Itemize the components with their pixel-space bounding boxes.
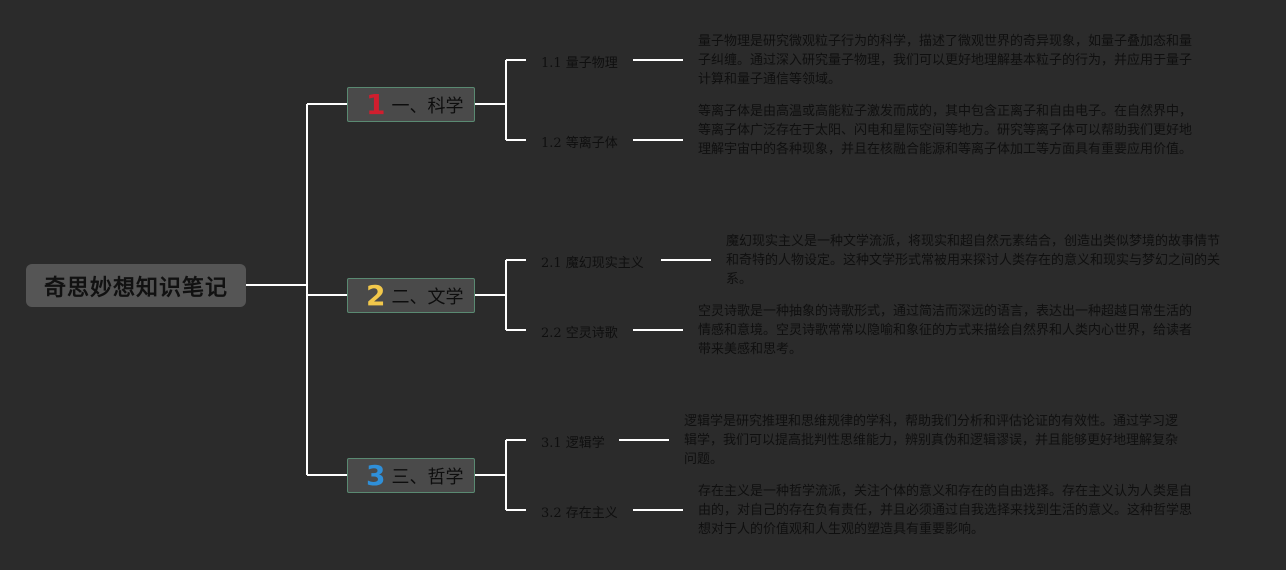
root-title: 奇思妙想知识笔记	[43, 275, 228, 301]
branch-number-icon: 3	[366, 458, 386, 492]
branch-title: 二、文学	[391, 286, 464, 308]
leaf-description: 魔幻现实主义是一种文学流派，将现实和超自然元素结合，创造出类似梦境的故事情节和奇…	[726, 234, 1221, 287]
leaf-description: 存在主义是一种哲学流派，关注个体的意义和存在的自由选择。存在主义认为人类是自由的…	[698, 484, 1193, 537]
branch-number-icon: 2	[366, 278, 386, 312]
leaf-description: 逻辑学是研究推理和思维规律的学科，帮助我们分析和评估论证的有效性。通过学习逻辑学…	[684, 414, 1179, 467]
branch-title: 三、哲学	[391, 466, 464, 488]
leaf-description: 等离子体是由高温或高能粒子激发而成的，其中包含正离子和自由电子。在自然界中，等离…	[698, 104, 1193, 157]
leaf-description: 空灵诗歌是一种抽象的诗歌形式，通过简洁而深远的语言，表达出一种超越日常生活的情感…	[698, 304, 1193, 357]
branch-node-literature[interactable]: 2 二、文学	[347, 278, 475, 313]
leaf-node-quantum-physics[interactable]: 1.1 量子物理	[541, 56, 618, 71]
branch-title: 一、科学	[391, 95, 464, 117]
leaf-node-plasma[interactable]: 1.2 等离子体	[541, 136, 618, 151]
leaf-node-magical-realism[interactable]: 2.1 魔幻现实主义	[541, 256, 644, 271]
leaf-description: 量子物理是研究微观粒子行为的科学，描述了微观世界的奇异现象，如量子叠加态和量子纠…	[698, 34, 1193, 87]
branch-node-philosophy[interactable]: 3 三、哲学	[347, 458, 475, 493]
leaf-node-logic[interactable]: 3.1 逻辑学	[541, 436, 605, 451]
leaf-node-ethereal-poetry[interactable]: 2.2 空灵诗歌	[541, 326, 618, 341]
branch-number-icon: 1	[366, 87, 386, 121]
branch-node-science[interactable]: 1 一、科学	[347, 87, 475, 122]
root-node[interactable]: 奇思妙想知识笔记	[26, 264, 246, 307]
leaf-node-existentialism[interactable]: 3.2 存在主义	[541, 506, 618, 521]
